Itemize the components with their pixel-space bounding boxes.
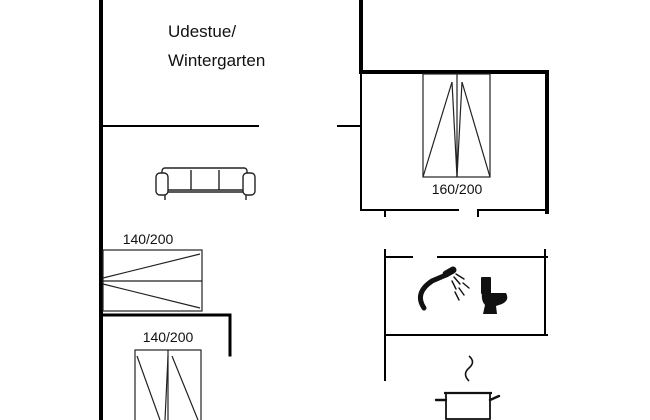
upper-left-bed xyxy=(102,249,203,312)
sofa-icon xyxy=(155,167,256,200)
double-bed-fold-3 xyxy=(456,81,463,178)
walls xyxy=(99,0,549,420)
double-bed-fold-1 xyxy=(422,81,453,178)
winter-garden-label-line1: Udestue/ xyxy=(168,22,236,41)
shower-icon xyxy=(417,266,470,311)
double-bed-fold-4 xyxy=(461,81,491,178)
double-bed-fold-2 xyxy=(451,81,458,178)
lower-left-bed xyxy=(134,349,202,420)
double-bed-size-label: 160/200 xyxy=(432,181,483,197)
cooking-pot-icon xyxy=(434,355,501,420)
winter-garden-label-line2: Wintergarten xyxy=(168,51,265,70)
toilet-icon xyxy=(481,277,508,314)
double-bed-right xyxy=(422,73,491,178)
lower-left-bed-size-label: 140/200 xyxy=(143,329,194,345)
upper-left-bed-size-label: 140/200 xyxy=(123,231,174,247)
